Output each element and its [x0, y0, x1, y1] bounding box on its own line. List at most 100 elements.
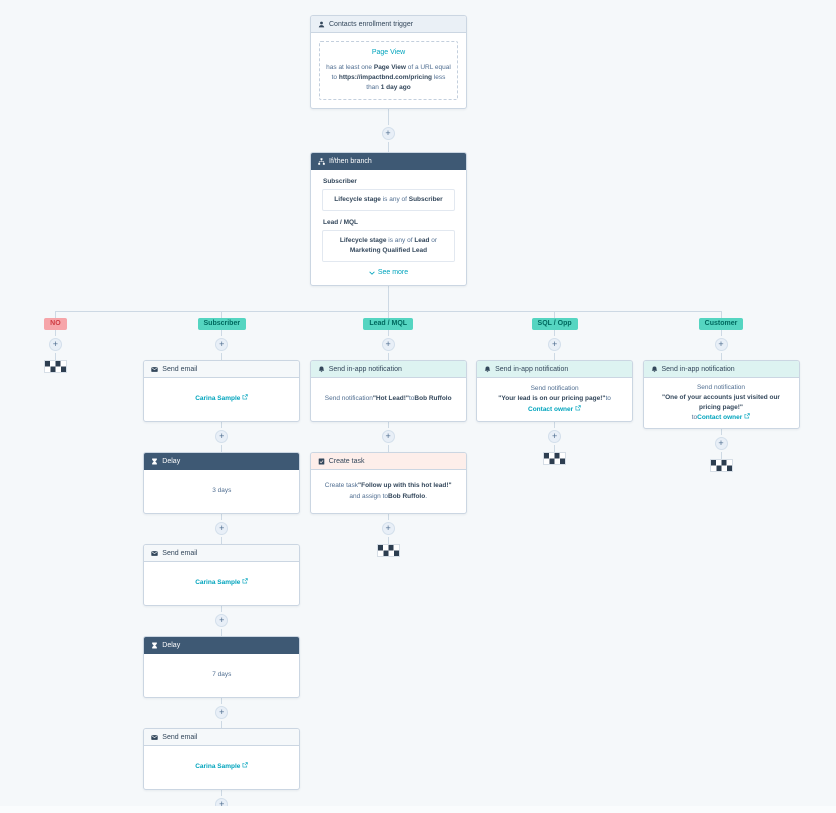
text-segment: 7 days	[212, 671, 232, 679]
text-segment: "Hot Lead!"	[372, 395, 409, 403]
see-more-link[interactable]: See more	[311, 269, 466, 276]
add-step-button[interactable]: +	[381, 430, 395, 443]
node-body: Carina Sample	[144, 378, 299, 421]
email-icon	[151, 366, 159, 373]
add-step-button[interactable]: +	[215, 706, 229, 719]
add-step-button[interactable]: +	[215, 614, 229, 627]
add-step-button[interactable]: +	[215, 430, 229, 443]
add-step-button[interactable]: +	[381, 338, 395, 351]
node-header-label: Send email	[162, 365, 198, 373]
delay-node[interactable]: Delay 3 days	[143, 452, 301, 514]
text-segment: Send notification	[696, 384, 746, 391]
add-step-button[interactable]: +	[548, 338, 562, 351]
condition-card[interactable]: Lifecycle stage is any of Subscriber	[322, 189, 455, 212]
text-segment: is any of	[386, 237, 415, 245]
asset-link[interactable]: Carina Sample	[195, 395, 241, 403]
node-header-label: Delay	[162, 641, 181, 649]
node-body: Send notification "One of your accounts …	[644, 378, 799, 428]
asset-link[interactable]: Carina Sample	[195, 579, 241, 587]
text-segment: to	[605, 395, 611, 403]
text-segment: or	[429, 237, 438, 245]
node-header-label: Delay	[162, 457, 181, 465]
node-body: Carina Sample	[144, 562, 299, 605]
bell-icon	[318, 365, 325, 373]
node-header: If/then branch	[311, 153, 466, 170]
trigger-criteria-text: has at least one Page View of a URL equa…	[325, 63, 452, 93]
see-more-label: See more	[377, 269, 409, 277]
branch-section-label: Lead / MQL	[323, 219, 359, 227]
text-segment: Lifecycle stage	[334, 196, 381, 203]
text-segment: https://impactbnd.com/pricing	[338, 73, 433, 81]
text-segment: Bob Ruffolo	[388, 492, 426, 500]
node-header-label: Send in-app notification	[495, 365, 569, 373]
add-step-button[interactable]: +	[215, 338, 229, 351]
condition-card[interactable]: Lifecycle stage is any of Lead or Market…	[322, 230, 455, 263]
node-body: Send notification "Hot Lead!" to Bob Ruf…	[311, 378, 466, 421]
add-step-button[interactable]: +	[48, 338, 62, 351]
node-header-label: If/then branch	[329, 157, 372, 165]
text-segment: 3 days	[212, 487, 232, 495]
node-header-label: Send email	[162, 549, 198, 557]
node-body: Create task "Follow up with this hot lea…	[311, 470, 466, 513]
external-link-icon	[575, 404, 581, 411]
branch-column-no: NO +	[0, 311, 134, 373]
text-segment: "One of your accounts just visited our p…	[662, 394, 780, 412]
text-segment: .	[425, 492, 428, 500]
add-step-button[interactable]: +	[714, 338, 728, 351]
connector-line	[387, 270, 389, 312]
text-segment: of a URL equal to	[331, 63, 451, 81]
goal-icon	[709, 459, 733, 473]
text-segment: 1 day ago	[380, 83, 411, 91]
text-segment: Lifecycle stage	[339, 237, 387, 245]
chevron-down-icon	[369, 271, 375, 275]
asset-link[interactable]: Carina Sample	[195, 763, 241, 771]
text-segment: Page View	[373, 63, 406, 71]
branch-section-label: Subscriber	[323, 178, 357, 185]
node-header: Delay	[144, 453, 300, 470]
add-step-button[interactable]: +	[381, 522, 395, 535]
add-step-button[interactable]: +	[381, 127, 395, 140]
branch-icon	[318, 157, 325, 165]
node-header: Send email	[144, 361, 300, 378]
delay-node[interactable]: Delay 7 days	[143, 636, 301, 698]
node-body: 7 days	[144, 654, 299, 697]
email-icon	[151, 550, 159, 557]
text-segment: Send notification	[324, 395, 373, 403]
node-header-label: Send in-app notification	[661, 365, 735, 373]
trigger-criteria-card[interactable]: Page View has at least one Page View of …	[319, 41, 458, 101]
text-segment: and assign to	[349, 492, 389, 500]
person-icon	[318, 21, 325, 28]
trigger-filter-title: Page View	[371, 49, 406, 56]
node-header-label: Send email	[162, 733, 198, 741]
text-segment: "Your lead is on our pricing page!"	[498, 395, 606, 403]
text-segment: "Follow up with this hot lead!"	[358, 482, 452, 490]
text-segment: less than	[366, 73, 446, 91]
external-link-icon	[242, 394, 249, 400]
node-body: Page View has at least one Page View of …	[311, 33, 466, 108]
add-step-button[interactable]: +	[548, 430, 562, 443]
text-segment: Lead	[414, 237, 430, 245]
asset-link[interactable]: Contact owner	[697, 414, 743, 422]
text-segment: Send notification	[530, 385, 579, 393]
hourglass-icon	[151, 641, 158, 649]
add-step-button[interactable]: +	[215, 522, 229, 535]
node-header: Send in-app notification	[643, 361, 799, 378]
branch-badge-no: NO	[44, 318, 67, 330]
node-header-label: Send in-app notification	[328, 365, 402, 373]
node-header-label: Create task	[328, 457, 365, 465]
text-segment: Marketing Qualified Lead	[349, 247, 428, 255]
add-step-button[interactable]: +	[714, 437, 728, 451]
asset-link[interactable]: Contact owner	[528, 405, 574, 413]
hourglass-icon	[151, 457, 158, 465]
node-header: Delay	[144, 637, 300, 654]
enrollment-trigger-node[interactable]: Contacts enrollment trigger Page View ha…	[310, 15, 467, 110]
